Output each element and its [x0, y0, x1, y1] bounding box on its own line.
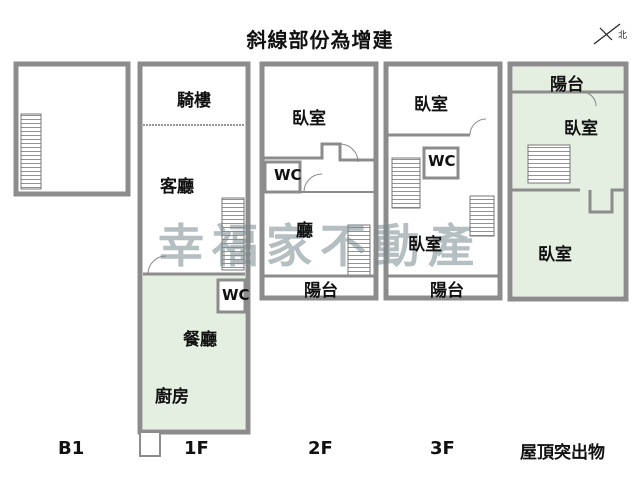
staircase-1f	[221, 197, 245, 271]
floor-1f-outline	[137, 61, 251, 457]
wc-box-3f	[422, 146, 460, 180]
room-label-living: 客廳	[160, 177, 194, 197]
room-label-arcade: 騎樓	[177, 91, 211, 111]
floor-2f-outline	[259, 61, 379, 301]
room-label-balcony-roof: 陽台	[550, 75, 584, 95]
room-label-bedroom-roof-a: 臥室	[564, 119, 598, 139]
room-label-wc-2f: WC	[274, 166, 302, 184]
room-label-balcony-2f: 陽台	[304, 281, 338, 301]
entrance-door-1f	[139, 431, 161, 457]
floor-b1-outline	[13, 61, 131, 197]
staircase-3f-b	[469, 195, 495, 237]
floor-label-roof: 屋頂突出物	[520, 443, 605, 463]
room-label-hall-2f: 廳	[296, 221, 313, 241]
staircase-roof	[527, 144, 571, 184]
room-label-wc-1f: WC	[222, 286, 250, 304]
room-label-kitchen: 廚房	[155, 387, 189, 407]
plan-title: 斜線部份為增建	[246, 28, 394, 52]
wc-box-1f	[216, 278, 247, 314]
floor-label-b1: B1	[58, 438, 85, 459]
staircase-3f-a	[391, 157, 421, 209]
north-label: 北	[618, 30, 627, 41]
floor-label-1f: 1F	[184, 438, 209, 459]
floor-roof-outline	[507, 61, 629, 302]
north-arrow-icon: 北	[593, 23, 627, 45]
floor-3f-outline	[383, 61, 503, 301]
room-label-dining: 餐廳	[183, 330, 217, 350]
room-label-bedroom-2f: 臥室	[292, 109, 326, 129]
floor-label-3f: 3F	[430, 438, 455, 459]
room-label-balcony-3f: 陽台	[430, 281, 464, 301]
room-label-wc-3f: WC	[428, 152, 456, 170]
staircase-b1	[20, 113, 42, 190]
watermark: 幸福家不動產	[158, 219, 482, 273]
room-label-bedroom-roof-b: 臥室	[538, 245, 572, 265]
floor-label-2f: 2F	[308, 438, 333, 459]
room-label-bedroom-3f-b: 臥室	[408, 235, 442, 255]
room-label-bedroom-3f-a: 臥室	[414, 95, 448, 115]
